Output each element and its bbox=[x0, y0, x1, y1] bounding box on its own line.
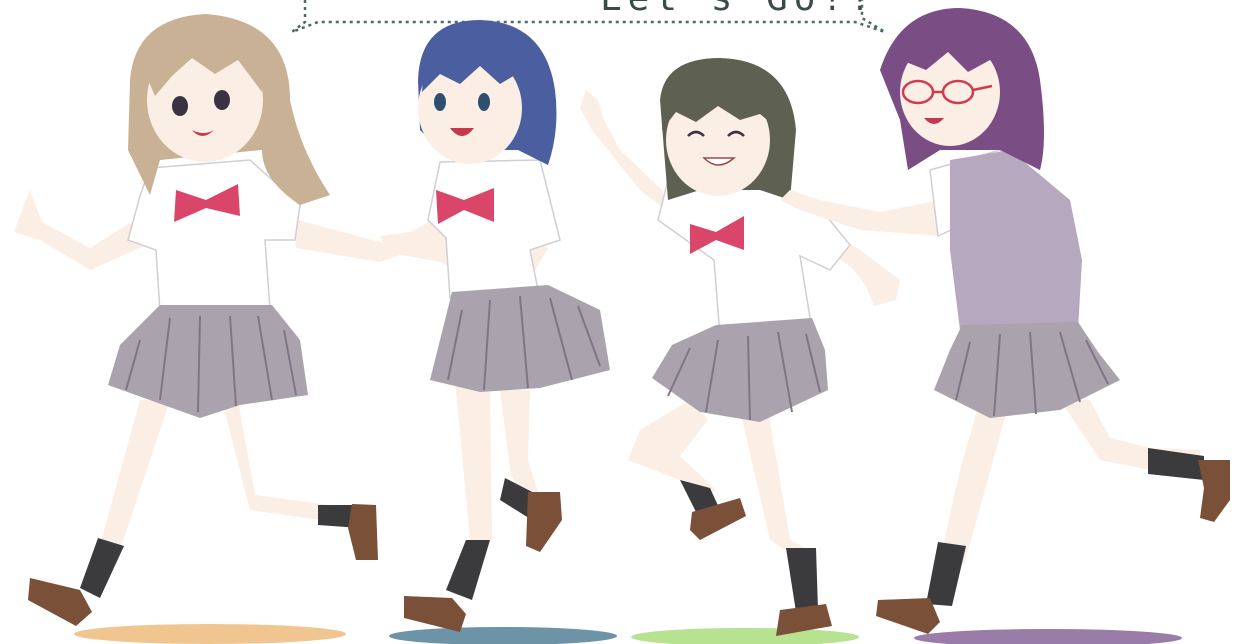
speech-bubble-outline bbox=[291, 0, 886, 34]
girl-3 bbox=[580, 58, 900, 636]
floor-shadow-2 bbox=[389, 627, 617, 644]
girl-2 bbox=[380, 20, 610, 632]
floor-shadow-4 bbox=[914, 629, 1182, 644]
caption-text: Let's Go!! bbox=[600, 0, 877, 19]
floor-shadow-1 bbox=[74, 624, 346, 644]
girl-4 bbox=[780, 8, 1230, 634]
floor-shadow-3 bbox=[631, 628, 859, 644]
girl-1 bbox=[14, 14, 400, 626]
